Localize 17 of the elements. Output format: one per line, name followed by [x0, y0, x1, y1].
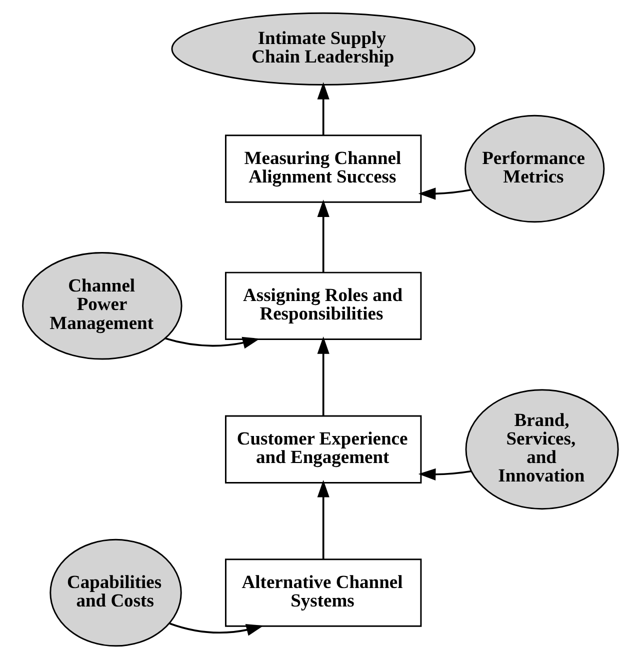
node-box: Assigning Roles and Responsibilities [224, 272, 422, 340]
node-ellipse: Brand, Services, and Innovation [464, 389, 618, 510]
node-ellipse: Intimate Supply Chain Leadership [170, 12, 475, 86]
arrow [316, 200, 329, 272]
arrow [168, 622, 264, 636]
node-box: Measuring Channel Alignment Success [224, 134, 422, 203]
arrow [316, 480, 329, 560]
node-ellipse: Performance Metrics [464, 114, 604, 223]
arrow [418, 468, 471, 480]
arrow [316, 82, 329, 136]
node-box: Customer Experience and Engagement [224, 415, 422, 484]
arrow [316, 336, 329, 416]
arrow [418, 188, 470, 200]
node-ellipse: Capabilities and Costs [49, 538, 182, 647]
node-box: Alternative Channel Systems [224, 558, 422, 627]
node-ellipse: Channel Power Management [22, 252, 182, 360]
arrow [164, 336, 260, 349]
